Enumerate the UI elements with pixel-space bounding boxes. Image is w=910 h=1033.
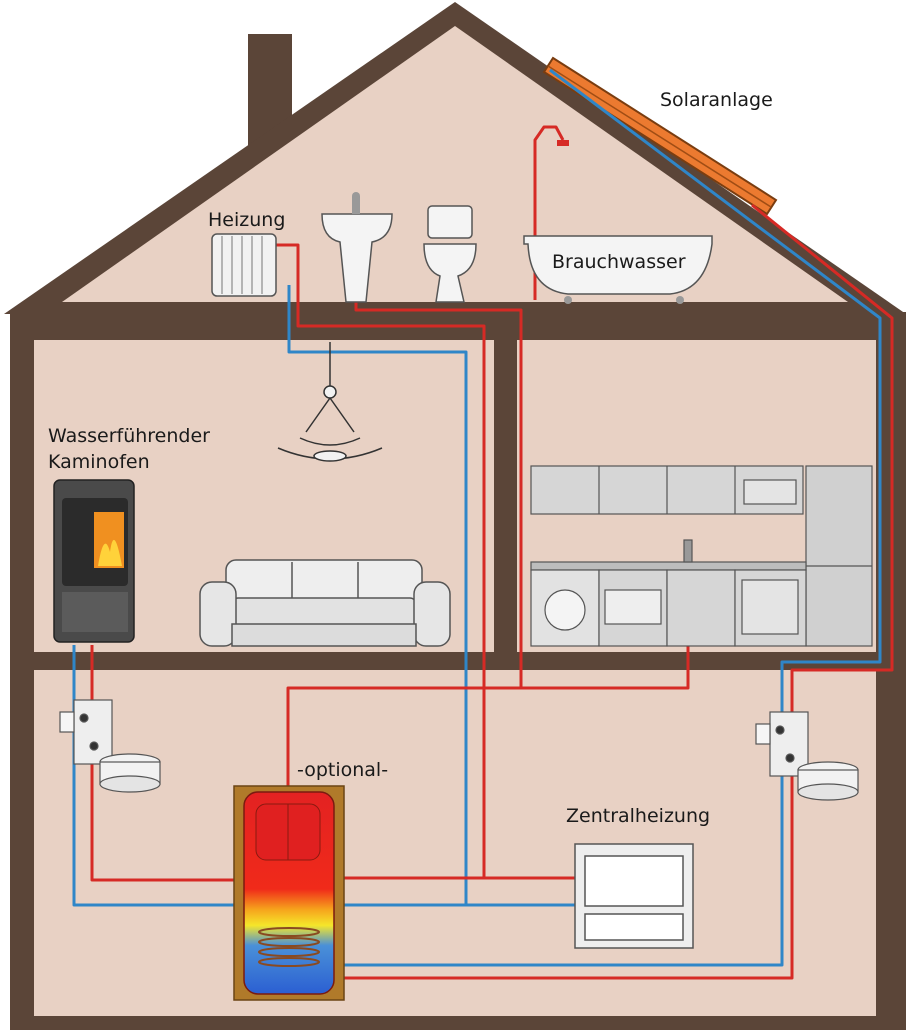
pipe-solar-hot [340,203,894,980]
pump-station-icon [59,699,113,765]
shower-icon [557,140,569,146]
pipe-tank-up [286,686,521,790]
pipe-heating-cold [287,285,468,905]
pipe-solar-cold [300,68,882,967]
central-heating-icon [574,843,694,949]
expansion-vessel-icon-right [797,761,859,801]
kitchen-icon [530,465,873,647]
radiator-icon [211,233,277,297]
pipe-heating-hot [276,243,486,880]
label-central-heating: Zentralheizung [566,805,710,827]
toilet-icon [423,205,477,303]
label-stove-line2: Kaminofen [48,451,150,473]
labels: Solaranlage Heizung Brauchwasser Wasserf… [48,89,773,827]
label-heating-top: Heizung [208,209,285,231]
room-basement [34,670,876,1016]
chandelier-icon [277,342,383,462]
label-stove-line1: Wasserführender [48,425,210,447]
pump-station-icon-right [755,711,809,777]
bathtub-icon [523,235,713,304]
pipe-shower [533,125,565,300]
solar-panel [542,56,778,216]
storage-tank-icon [233,785,345,1001]
attic-interior [62,26,848,302]
label-hot-water: Brauchwasser [552,251,686,273]
sink-icon [321,192,393,303]
expansion-vessel-icon [99,753,161,793]
wood-stove-icon [53,479,135,643]
sofa-icon [199,559,451,647]
house-structure [4,2,906,1030]
label-optional: -optional- [297,759,388,781]
label-solar: Solaranlage [660,89,773,111]
